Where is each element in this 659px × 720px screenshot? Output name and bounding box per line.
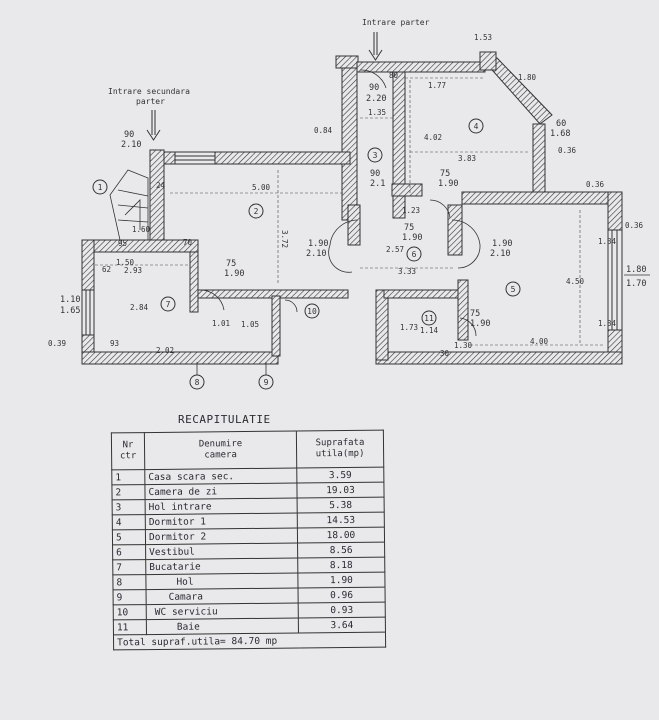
entrance-main-label: Intrare parter xyxy=(362,18,430,27)
room-marker-3: 3 xyxy=(373,151,378,160)
dim-door-90-a: 90 xyxy=(124,130,134,140)
dim-293: 2.93 xyxy=(124,266,142,275)
dim-372: 3.72 xyxy=(280,230,289,248)
dim-80: 80 xyxy=(389,71,399,80)
dim-160: 1.60 xyxy=(132,225,151,234)
dim-window-168: 1.68 xyxy=(550,129,570,139)
dim-62: 62 xyxy=(102,265,111,274)
floor-plan: Intrare parter Intrare secundara parter … xyxy=(48,18,650,390)
dim-window-110: 1.10 xyxy=(60,295,80,305)
dim-173: 1.73 xyxy=(400,323,418,332)
door-swings xyxy=(199,69,481,337)
dim-383: 3.83 xyxy=(458,154,476,163)
dim-500: 5.00 xyxy=(252,183,271,192)
room-marker-11: 11 xyxy=(424,314,434,323)
dimension-lines xyxy=(95,77,605,346)
dim-door-220: 2.20 xyxy=(366,94,386,104)
dim-153: 1.53 xyxy=(474,33,492,42)
dim-door-75-a: 75 xyxy=(440,169,450,179)
dim-window-165: 1.65 xyxy=(60,306,80,316)
dim-039: 0.39 xyxy=(48,339,66,348)
dim-95: 95 xyxy=(118,239,127,248)
dim-door-75-b: 75 xyxy=(404,223,414,233)
room-markers: 1 2 3 4 5 6 7 8 9 10 11 xyxy=(92,118,521,390)
dim-114: 1.14 xyxy=(420,326,439,335)
dim-door-190-b: 1.90 xyxy=(402,233,422,243)
dim-202: 2.02 xyxy=(156,346,174,355)
room-marker-1: 1 xyxy=(98,183,103,192)
dim-177: 1.77 xyxy=(428,81,446,90)
recap-title: RECAPITULATIE xyxy=(178,413,271,426)
staircase xyxy=(109,169,149,241)
dim-105: 1.05 xyxy=(241,320,259,329)
dim-402: 4.02 xyxy=(424,133,442,142)
recap-total: Total supraf.utila= 84.70 mp xyxy=(113,632,386,650)
entrance-secondary-label-2: parter xyxy=(136,97,165,106)
dim-150: 1.50 xyxy=(116,258,135,267)
dim-door-21: 2.1 xyxy=(370,179,385,189)
dim-70: 70 xyxy=(183,238,193,247)
dim-284: 2.84 xyxy=(130,303,149,312)
dim-door-210-e: 2.10 xyxy=(306,249,326,259)
dim-036-c: 0.36 xyxy=(625,221,644,230)
dim-450: 4.50 xyxy=(566,277,585,286)
dim-door-90-b: 90 xyxy=(369,83,379,93)
dim-084: 0.84 xyxy=(314,126,333,135)
dim-24: 24 xyxy=(156,181,166,190)
room-marker-6: 6 xyxy=(412,250,417,259)
room-marker-5: 5 xyxy=(511,285,516,294)
dim-door-190-f: 1.90 xyxy=(492,239,512,249)
dim-101: 1.01 xyxy=(212,319,230,328)
room-marker-2: 2 xyxy=(254,207,259,216)
dim-123: 1.23 xyxy=(402,206,420,215)
dim-window-180: 1.80 xyxy=(626,265,646,275)
dim-door-210-f: 2.10 xyxy=(490,249,510,259)
dim-135: 1.35 xyxy=(368,108,386,117)
dimension-labels: 90 2.10 90 2.20 90 2.1 75 1.90 75 1.90 7… xyxy=(48,33,650,358)
dim-036-b: 0.36 xyxy=(586,180,605,189)
room-marker-8: 8 xyxy=(195,378,200,387)
dim-door-90-c: 90 xyxy=(370,169,380,179)
entrance-secondary-label-1: Intrare secundara xyxy=(108,87,190,96)
dim-036-a: 0.36 xyxy=(558,146,577,155)
dim-window-170: 1.70 xyxy=(626,279,646,289)
dim-30: 30 xyxy=(440,349,450,358)
room-marker-10: 10 xyxy=(307,307,317,316)
dim-257: 2.57 xyxy=(386,245,404,254)
dim-door-190-a: 1.90 xyxy=(438,179,458,189)
dim-door-210-a: 2.10 xyxy=(121,140,141,150)
dim-180: 1.80 xyxy=(518,73,537,82)
dim-333: 3.33 xyxy=(398,267,416,276)
dim-134-a: 1.34 xyxy=(598,237,617,246)
dim-door-190-d: 1.90 xyxy=(470,319,490,329)
recap-total-row: Total supraf.utila= 84.70 mp xyxy=(113,632,386,650)
dim-134-b: 1.34 xyxy=(598,319,617,328)
room-marker-7: 7 xyxy=(166,300,171,309)
dim-130: 1.30 xyxy=(454,341,473,350)
room-marker-9: 9 xyxy=(264,378,269,387)
dim-door-75-d: 75 xyxy=(470,309,480,319)
dim-door-190-c: 1.90 xyxy=(224,269,244,279)
dim-93: 93 xyxy=(110,339,119,348)
dim-door-190-e: 1.90 xyxy=(308,239,328,249)
room-marker-4: 4 xyxy=(474,122,479,131)
dim-window-60: 60 xyxy=(556,119,566,129)
windows xyxy=(81,151,623,336)
entrance-arrows xyxy=(146,32,383,141)
dim-door-75-c: 75 xyxy=(226,259,236,269)
dim-400: 4.00 xyxy=(530,337,549,346)
